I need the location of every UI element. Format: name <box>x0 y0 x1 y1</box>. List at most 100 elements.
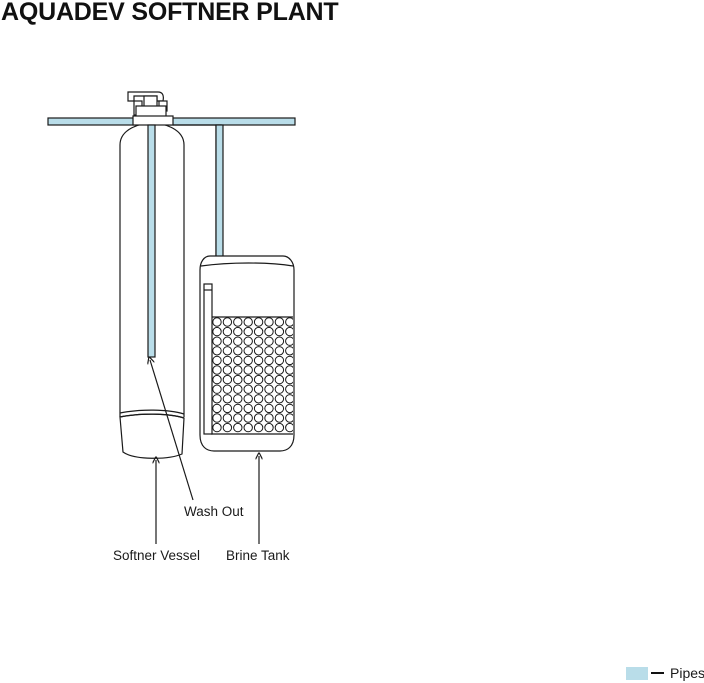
salt-bead <box>274 413 285 423</box>
salt-bead <box>285 336 293 346</box>
salt-bead <box>212 317 222 327</box>
salt-bead <box>253 374 264 385</box>
salt-bead <box>233 422 243 433</box>
salt-bead <box>212 403 222 414</box>
salt-bead <box>222 413 233 423</box>
salt-bead <box>233 355 243 366</box>
salt-bead <box>253 413 264 423</box>
salt-bead <box>243 403 253 414</box>
salt-bead <box>285 355 293 366</box>
salt-bead <box>233 365 243 375</box>
brine-well-tube <box>203 283 213 435</box>
salt-bead <box>253 355 264 366</box>
salt-bead <box>222 326 233 337</box>
salt-bead <box>253 422 264 433</box>
salt-bead <box>285 326 293 337</box>
salt-bead <box>222 384 233 394</box>
salt-bead <box>264 336 274 346</box>
salt-bead <box>274 346 285 356</box>
salt-bead <box>222 365 233 375</box>
salt-bead <box>253 336 264 346</box>
salt-bead <box>233 384 243 394</box>
salt-bead <box>233 403 243 414</box>
salt-beads <box>212 317 293 433</box>
salt-bead <box>285 413 293 423</box>
salt-bead <box>243 413 253 423</box>
salt-bead <box>222 422 233 433</box>
salt-bead <box>243 384 253 394</box>
salt-bead <box>274 384 285 394</box>
salt-bead <box>222 336 233 346</box>
softner-vessel-label: Softner Vessel <box>113 548 200 563</box>
salt-bead <box>243 317 253 327</box>
salt-bead <box>253 403 264 414</box>
salt-bead <box>274 403 285 414</box>
brine-tank <box>199 255 295 452</box>
legend: Pipes <box>626 665 704 681</box>
salt-bead <box>212 413 222 423</box>
salt-bead <box>253 365 264 375</box>
salt-bead <box>233 336 243 346</box>
control-valve-head <box>127 91 174 126</box>
salt-bead <box>274 365 285 375</box>
wash-out-arrow <box>150 360 194 501</box>
legend-pipe-swatch <box>626 666 648 680</box>
salt-bead <box>285 422 293 433</box>
salt-bead <box>233 374 243 385</box>
salt-bead <box>233 317 243 327</box>
salt-bead <box>243 394 253 404</box>
salt-bead <box>243 336 253 346</box>
salt-bead <box>274 394 285 404</box>
wash-out-label: Wash Out <box>184 504 244 519</box>
salt-bead <box>264 374 274 385</box>
salt-bead <box>243 422 253 433</box>
salt-bead <box>222 403 233 414</box>
salt-bead <box>285 346 293 356</box>
salt-bead <box>285 384 293 394</box>
salt-bead <box>222 374 233 385</box>
salt-bead <box>212 346 222 356</box>
salt-bead <box>274 355 285 366</box>
salt-bead <box>212 374 222 385</box>
salt-bead <box>243 365 253 375</box>
salt-bead <box>264 422 274 433</box>
salt-bead <box>233 394 243 404</box>
salt-bead <box>253 317 264 327</box>
salt-bead <box>243 374 253 385</box>
salt-bead <box>212 336 222 346</box>
salt-bead <box>233 413 243 423</box>
salt-bead <box>233 346 243 356</box>
salt-bead <box>274 336 285 346</box>
salt-bead <box>212 384 222 394</box>
salt-bead <box>243 346 253 356</box>
legend-label: Pipes <box>670 665 704 681</box>
salt-bead <box>222 317 233 327</box>
salt-bead <box>264 326 274 337</box>
salt-bead <box>253 326 264 337</box>
salt-bead <box>285 394 293 404</box>
salt-bead <box>264 365 274 375</box>
salt-bead <box>274 374 285 385</box>
salt-bead <box>285 403 293 414</box>
salt-bead <box>233 326 243 337</box>
salt-bead <box>264 403 274 414</box>
salt-bead <box>222 355 233 366</box>
salt-bead <box>264 384 274 394</box>
distributor-pipe <box>147 124 156 358</box>
salt-bead <box>264 394 274 404</box>
brine-tank-label: Brine Tank <box>226 548 290 563</box>
salt-bead <box>212 365 222 375</box>
salt-bead <box>212 326 222 337</box>
salt-bead <box>212 422 222 433</box>
salt-bead <box>285 317 293 327</box>
salt-bead <box>253 384 264 394</box>
salt-bead <box>243 326 253 337</box>
salt-bead <box>253 346 264 356</box>
salt-bead <box>253 394 264 404</box>
salt-bead <box>274 326 285 337</box>
salt-bead <box>274 422 285 433</box>
salt-bead <box>264 346 274 356</box>
salt-bead <box>243 355 253 366</box>
salt-bead <box>264 317 274 327</box>
